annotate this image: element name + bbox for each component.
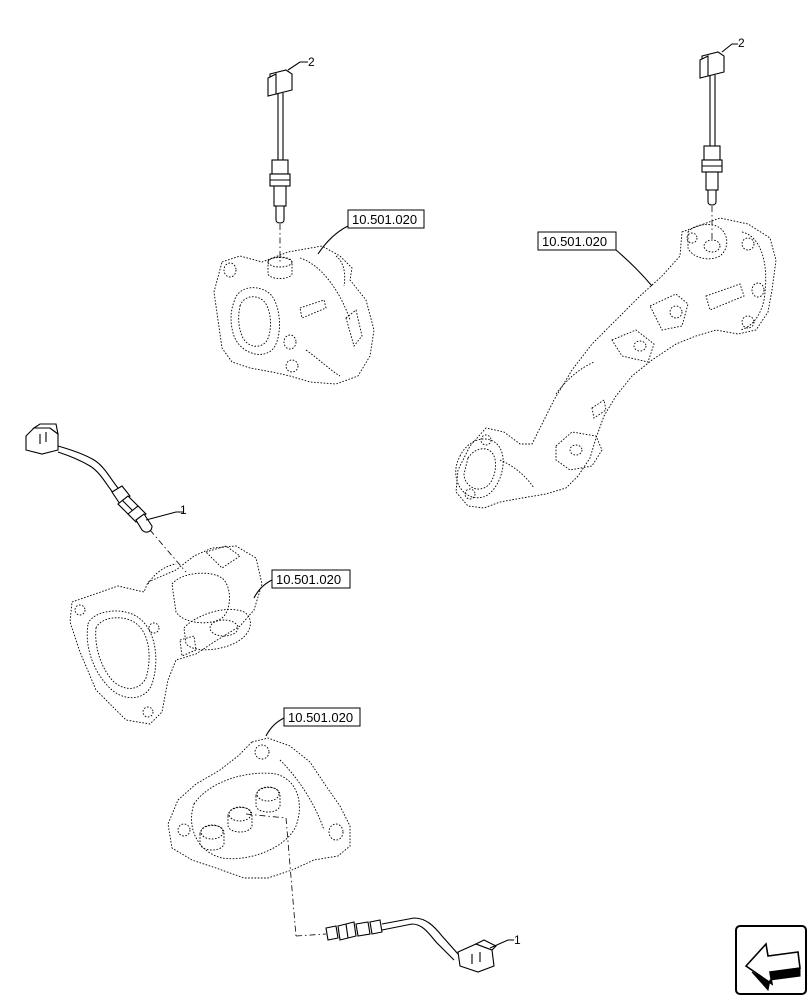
sensor-top-right: 2 [699, 36, 745, 240]
ref-label-top-manifold: 10.501.020 [352, 212, 417, 227]
top-manifold-part [213, 245, 375, 385]
ref-label-right-pipe: 10.501.020 [542, 234, 607, 249]
ref-bottom-flange: 10.501.020 [265, 707, 361, 737]
ref-right-pipe: 10.501.020 [537, 231, 653, 287]
callout-1-bottom: 1 [514, 933, 521, 947]
right-pipe-part [455, 217, 777, 509]
sensor-mid-left: 1 [25, 423, 187, 573]
callout-2-top-right: 2 [738, 36, 745, 50]
callout-1-mid-left: 1 [180, 503, 187, 517]
callout-2-top-left: 2 [308, 55, 315, 69]
ref-top-manifold: 10.501.020 [317, 209, 425, 255]
sensor-bottom: 1 [245, 813, 521, 973]
ref-label-left-elbow: 10.501.020 [276, 572, 341, 587]
left-elbow-part [69, 545, 263, 725]
bottom-flange-part [167, 737, 351, 879]
ref-left-elbow: 10.501.020 [253, 569, 351, 599]
sensor-top-left: 2 [267, 55, 315, 262]
navigation-arrow-icon[interactable] [735, 925, 807, 995]
ref-label-bottom-flange: 10.501.020 [288, 710, 353, 725]
